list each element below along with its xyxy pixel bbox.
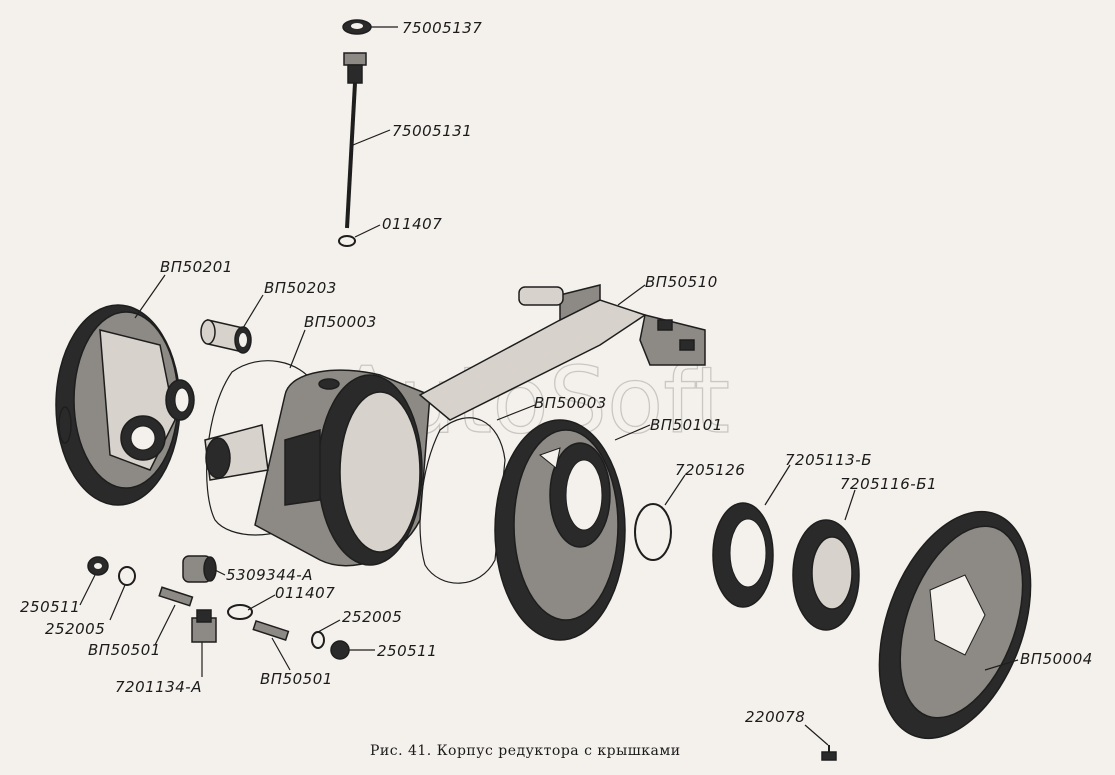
front-cover — [494, 419, 626, 641]
label-5309344-a: 5309344-А — [226, 566, 313, 584]
rubber-bushing — [182, 555, 217, 583]
support-arm — [418, 284, 706, 421]
label-75005137: 75005137 — [402, 19, 482, 37]
label-7205113-b: 7205113-Б — [785, 451, 872, 469]
label-220078: 220078 — [745, 708, 805, 726]
cap-washer — [342, 19, 372, 35]
washer-left — [118, 566, 136, 586]
label-vp50201: ВП50201 — [160, 258, 233, 276]
left-cover — [55, 304, 195, 506]
figure-caption: Рис. 41. Корпус редуктора с крышками — [370, 743, 681, 759]
ring-small — [227, 604, 253, 620]
oil-seal — [712, 502, 774, 608]
label-75005131: 75005131 — [392, 122, 472, 140]
washer-right — [311, 631, 325, 649]
o-ring — [634, 503, 672, 561]
stud-left — [158, 586, 194, 607]
dipstick — [343, 52, 367, 229]
gasket-right — [419, 417, 506, 584]
label-vp50203: ВП50203 — [264, 279, 337, 297]
nut-left — [87, 556, 109, 576]
label-vp50501-right: ВП50501 — [260, 670, 333, 688]
label-250511-left: 250511 — [20, 598, 80, 616]
seal-cover — [792, 519, 860, 631]
label-252005-right: 252005 — [342, 608, 402, 626]
small-bolt — [821, 745, 837, 761]
housing-body — [204, 369, 431, 567]
label-vp50501-left: ВП50501 — [88, 641, 161, 659]
label-vp50003-left: ВП50003 — [304, 313, 377, 331]
label-252005-left: 252005 — [45, 620, 105, 638]
label-7205116-b1: 7205116-Б1 — [840, 475, 937, 493]
label-250511-right: 250511 — [377, 642, 437, 660]
leader-lines — [79, 26, 1019, 746]
label-7201134-a: 7201134-А — [115, 678, 202, 696]
label-vp50004: ВП50004 — [1020, 650, 1093, 668]
label-011407-bottom: 011407 — [275, 584, 335, 602]
dipstick-ring — [338, 235, 356, 247]
label-vp50003-right: ВП50003 — [534, 394, 607, 412]
label-011407-top: 011407 — [382, 215, 442, 233]
label-7205126: 7205126 — [675, 461, 745, 479]
bushing — [200, 319, 252, 354]
stud-right — [252, 619, 290, 641]
nut-right — [330, 640, 350, 660]
label-vp50101: ВП50101 — [650, 416, 723, 434]
brake-disc — [878, 510, 1032, 740]
drain-plug — [191, 609, 217, 643]
label-vp50510: ВП50510 — [645, 273, 718, 291]
